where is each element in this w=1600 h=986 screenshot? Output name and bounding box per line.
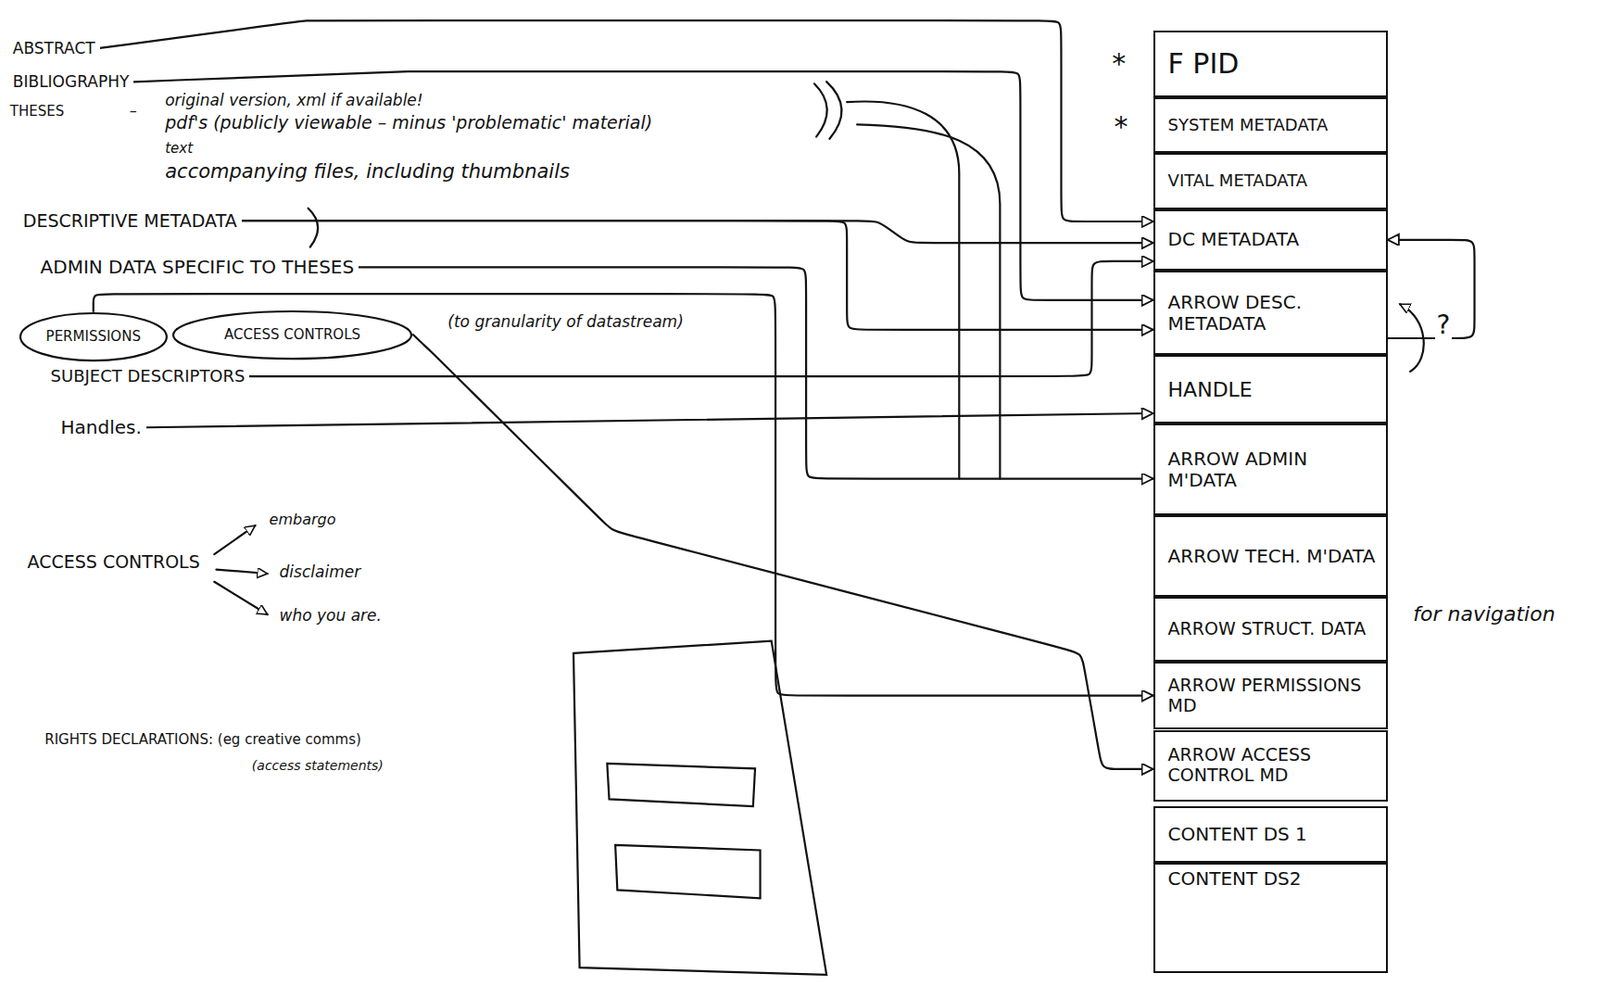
- theses-leader-line: [846, 101, 959, 479]
- source-item: DESCRIPTIVE METADATA: [18, 209, 242, 233]
- source-item: ABSTRACT: [8, 37, 101, 59]
- note-label: text: [163, 139, 195, 157]
- node-text: F PID: [1168, 48, 1379, 81]
- page-sketch-field: [615, 844, 760, 898]
- page-sketch-field: [606, 763, 756, 807]
- access-branch-arrow: [214, 525, 255, 555]
- mapping-arrow: [100, 20, 1154, 222]
- node-text: CONTENT DS2: [1168, 868, 1379, 890]
- circle-outline-shape: [173, 311, 412, 359]
- datastream-box: CONTENT DS 1: [1153, 806, 1388, 863]
- datastream-box: ARROW TECH. M'DATA: [1153, 515, 1388, 597]
- datastream-box: ARROW DESC. METADATA: [1153, 270, 1388, 355]
- descriptive-bracket: [308, 208, 318, 248]
- datastream-box: VITAL METADATA: [1153, 152, 1388, 210]
- datastream-box: F PID: [1153, 30, 1388, 98]
- node-text: ARROW TECH. M'DATA: [1168, 545, 1379, 567]
- node-text: ACCESS CONTROLS: [224, 326, 361, 343]
- circled-item: PERMISSIONS: [18, 311, 169, 363]
- access-branch-arrow: [214, 581, 267, 615]
- note-label: embargo: [267, 510, 339, 529]
- datastream-box: ARROW ACCESS CONTROL MD: [1153, 730, 1388, 802]
- node-text: VITAL METADATA: [1168, 171, 1379, 191]
- node-text: BIBLIOGRAPHY: [12, 72, 130, 91]
- note-label: *: [1112, 110, 1131, 144]
- page-sketch-outline: [573, 641, 827, 975]
- node-text: Handles.: [61, 415, 142, 439]
- node-text: ADMIN DATA SPECIFIC TO THESES: [40, 255, 355, 278]
- datastream-box: ARROW ADMIN M'DATA: [1153, 423, 1388, 516]
- note-label: original version, xml if available!: [163, 90, 425, 110]
- node-text: HANDLE: [1168, 377, 1379, 402]
- datastream-box: DC METADATA: [1153, 209, 1388, 271]
- node-text: CONTENT DS 1: [1168, 823, 1379, 845]
- node-text: DC METADATA: [1168, 228, 1379, 251]
- mapping-arrow: [249, 261, 1153, 377]
- mapping-arrow: [358, 266, 1153, 479]
- circled-item: ACCESS CONTROLS: [171, 309, 414, 361]
- theses-leader-line: [856, 124, 1000, 479]
- sketch-group: [214, 81, 1424, 975]
- datastream-box: HANDLE: [1153, 354, 1388, 424]
- datastream-box: SYSTEM METADATA: [1153, 97, 1388, 154]
- source-item: Handles.: [56, 415, 147, 440]
- access-branch-arrow: [215, 569, 267, 574]
- note-label: pdf's (publicly viewable – minus 'proble…: [163, 112, 655, 134]
- mapping-arrow: [413, 334, 1154, 769]
- node-text: ARROW ADMIN M'DATA: [1168, 448, 1379, 492]
- note-label: –: [127, 101, 139, 120]
- note-label: RIGHTS DECLARATIONS: (eg creative comms): [42, 730, 364, 748]
- theses-bracket: [814, 83, 828, 137]
- node-text: SUBJECT DESCRIPTORS: [50, 365, 246, 387]
- node-text: ARROW ACCESS CONTROL MD: [1168, 744, 1379, 786]
- mapping-arrow: [93, 293, 1154, 695]
- note-label: ACCESS CONTROLS: [25, 551, 202, 573]
- node-text: SYSTEM METADATA: [1168, 115, 1379, 136]
- source-item: BIBLIOGRAPHY: [8, 71, 135, 92]
- note-label: *: [1109, 47, 1128, 81]
- datastream-box: ARROW PERMISSIONS MD: [1153, 661, 1388, 731]
- datastream-box: CONTENT DS2: [1153, 862, 1388, 973]
- source-item: ADMIN DATA SPECIFIC TO THESES: [36, 254, 360, 279]
- source-item: SUBJECT DESCRIPTORS: [46, 365, 251, 388]
- note-label: accompanying files, including thumbnails: [163, 160, 572, 184]
- note-label: disclaimer: [277, 562, 364, 581]
- mapping-arrow: [1387, 239, 1475, 339]
- node-text: ABSTRACT: [12, 38, 96, 58]
- note-label: for navigation: [1411, 602, 1557, 627]
- datastream-box: ARROW STRUCT. DATA: [1153, 596, 1388, 661]
- node-text: ARROW PERMISSIONS MD: [1168, 675, 1379, 717]
- note-label: (to granularity of datastream): [445, 312, 686, 331]
- note-label: (access statements): [250, 757, 386, 774]
- mapping-arrow: [146, 413, 1154, 428]
- node-text: ARROW DESC. METADATA: [1168, 291, 1379, 335]
- mapping-arrow: [241, 220, 1154, 243]
- node-text: DESCRIPTIVE METADATA: [23, 210, 238, 232]
- mapping-arrow: [241, 220, 1154, 330]
- node-text: ARROW STRUCT. DATA: [1168, 618, 1379, 640]
- note-label: ?: [1435, 309, 1453, 341]
- note-label: who you are.: [277, 605, 384, 625]
- circle-outline-shape: [20, 313, 167, 361]
- node-text: PERMISSIONS: [46, 327, 141, 345]
- theses-bracket: [826, 81, 842, 139]
- note-label: THESES: [8, 102, 66, 120]
